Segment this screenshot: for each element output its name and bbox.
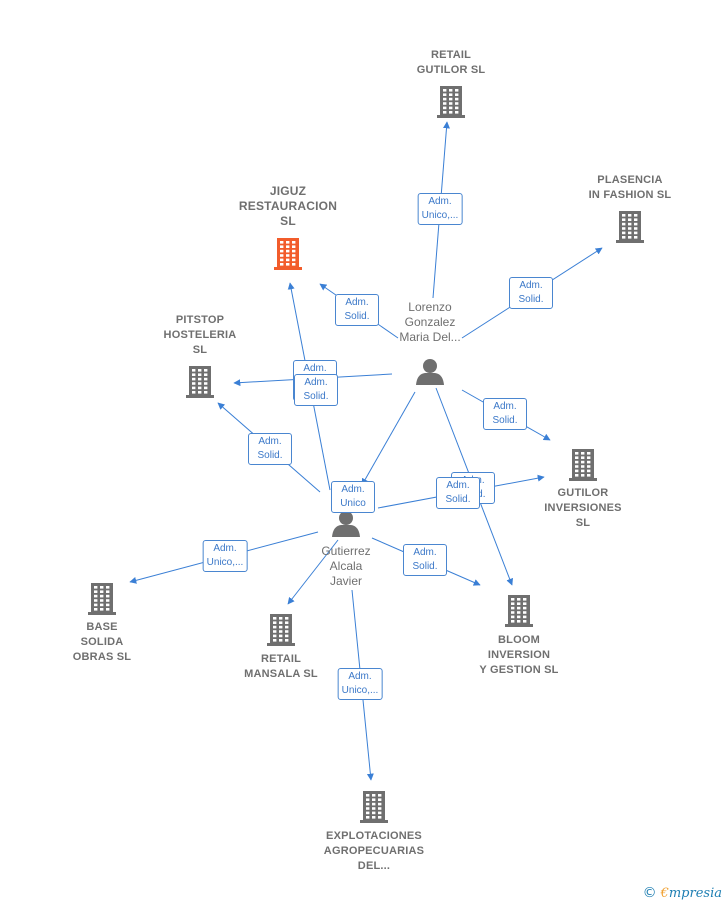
company-label-plasencia[interactable]: PLASENCIA IN FASHION SL [588, 174, 672, 201]
brand-first-letter: € [660, 886, 669, 901]
building-icon-retail_gutilor[interactable] [437, 86, 465, 118]
edge-label-lorenzo-plasencia[interactable]: Adm. Solid. [509, 277, 553, 309]
edge-gutierrez-retail_mansala [287, 539, 339, 605]
building-icon-retail_mansala[interactable] [267, 614, 295, 646]
person-label-gutierrez[interactable]: Gutierrez Alcala Javier [321, 544, 371, 588]
building-icon-bloom[interactable] [505, 595, 533, 627]
company-label-retail_mansala[interactable]: RETAIL MANSALA SL [244, 653, 318, 680]
person-icon-gutierrez[interactable] [332, 511, 360, 537]
edge-label-gutierrez-bloom[interactable]: Adm. Solid. [403, 544, 447, 576]
edge-label-gutierrez-explotaciones[interactable]: Adm. Unico,... [337, 668, 383, 700]
company-label-explotaciones[interactable]: EXPLOTACIONES AGROPECUARIAS DEL... [323, 830, 425, 872]
edge-label-lorenzo-retail_gutilor[interactable]: Adm. Unico,... [417, 193, 463, 225]
person-icon-lorenzo[interactable] [416, 359, 444, 385]
building-icon-plasencia[interactable] [616, 211, 644, 243]
edge-lorenzo-base_solida [361, 391, 416, 486]
company-label-gutilor_inv[interactable]: GUTILOR INVERSIONES SL [544, 487, 622, 529]
building-icon-base_solida[interactable] [88, 583, 116, 615]
building-icon-pitstop[interactable] [186, 366, 214, 398]
company-label-retail_gutilor[interactable]: RETAIL GUTILOR SL [416, 49, 486, 76]
company-label-bloom[interactable]: BLOOM INVERSION Y GESTION SL [479, 634, 559, 676]
icons-layer [88, 86, 644, 823]
company-label-base_solida[interactable]: BASE SOLIDA OBRAS SL [72, 621, 132, 663]
edge-label-gutierrez-base_solida[interactable]: Adm. Unico,... [202, 540, 248, 572]
person-label-lorenzo[interactable]: Lorenzo Gonzalez Maria Del... [399, 300, 461, 344]
edge-label-gutierrez-pitstop[interactable]: Adm. Solid. [248, 433, 292, 465]
edge-label-lorenzo-base_solida[interactable]: Adm. Unico [331, 481, 375, 513]
building-icon-explotaciones[interactable] [360, 791, 388, 823]
company-label-pitstop[interactable]: PITSTOP HOSTELERIA SL [163, 314, 237, 356]
building-icon-gutilor_inv[interactable] [569, 449, 597, 481]
edge-label-gutierrez-gutilor_inv[interactable]: Adm. Solid. [436, 477, 480, 509]
edge-label-lorenzo-jiguz[interactable]: Adm. Solid. [335, 294, 379, 326]
empresia-brand[interactable]: ©€mpresia [643, 885, 722, 901]
edge-label-lorenzo-gutilor_inv[interactable]: Adm. Solid. [483, 398, 527, 430]
company-label-jiguz[interactable]: JIGUZ RESTAURACION SL [238, 184, 338, 228]
brand-name-rest: mpresia [668, 886, 722, 901]
copyright-symbol: © [642, 885, 657, 901]
edge-label-gutierrez-retail_mansala[interactable]: Adm. Solid. [294, 374, 338, 406]
building-icon-jiguz[interactable] [274, 238, 302, 270]
